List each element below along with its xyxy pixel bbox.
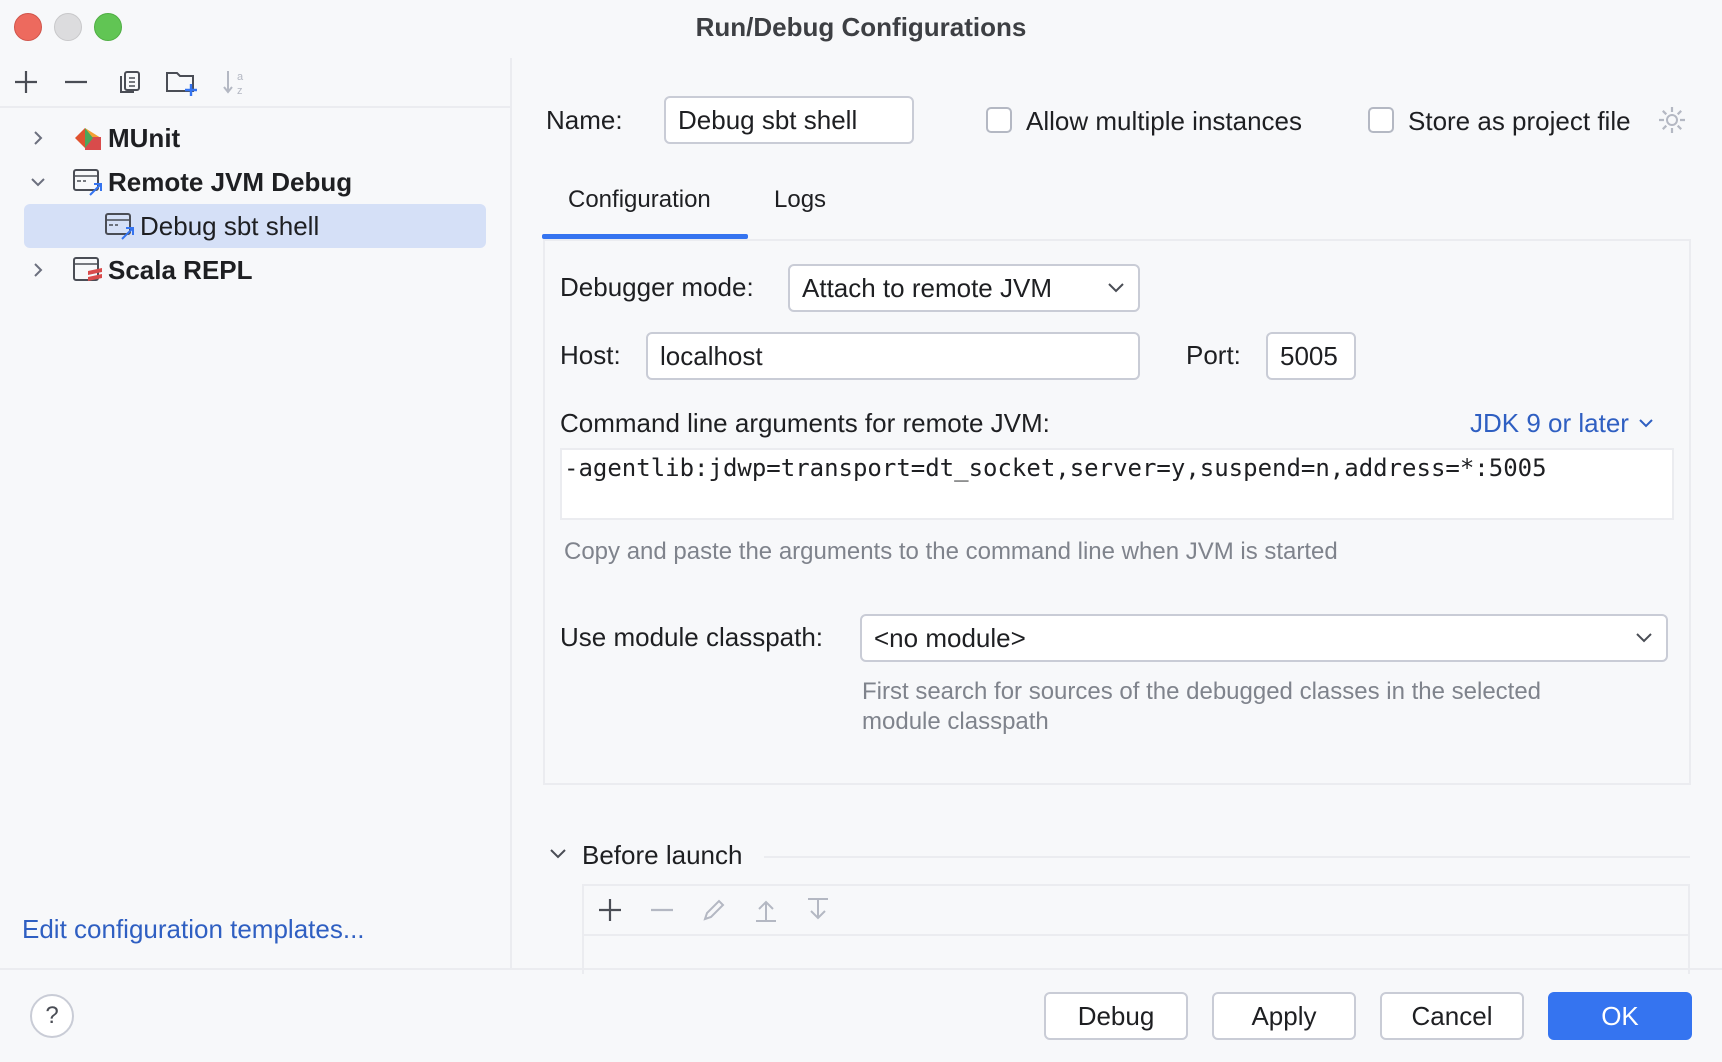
edit-configuration-templates-link[interactable]: Edit configuration templates... <box>22 914 365 944</box>
chevron-down-icon[interactable] <box>24 168 52 196</box>
gear-icon[interactable] <box>1656 104 1688 136</box>
host-input[interactable]: localhost <box>646 332 1140 380</box>
title-bar: Run/Debug Configurations <box>0 0 1722 52</box>
active-tab-indicator <box>542 234 748 239</box>
module-classpath-select[interactable]: <no module> <box>860 614 1668 662</box>
before-launch-separator <box>764 856 1690 858</box>
chevron-right-icon[interactable] <box>24 256 52 284</box>
tree-item-label: Debug sbt shell <box>140 210 320 241</box>
before-launch-list <box>582 884 1690 974</box>
tab-logs[interactable]: Logs <box>774 186 827 213</box>
module-classpath-label: Use module classpath: <box>560 622 824 652</box>
store-as-project-file-checkbox[interactable] <box>1368 107 1394 133</box>
minimize-window-button[interactable] <box>54 13 82 41</box>
port-label: Port: <box>1186 340 1241 370</box>
command-line-arguments-text[interactable]: -agentlib:jdwp=transport=dt_socket,serve… <box>564 454 1547 482</box>
tree-item-label: Remote JVM Debug <box>108 166 353 197</box>
module-classpath-hint-line-2: module classpath <box>862 708 1049 735</box>
module-classpath-hint-line-1: First search for sources of the debugged… <box>862 678 1542 705</box>
remove-icon[interactable] <box>56 62 96 102</box>
footer-divider <box>0 968 1722 970</box>
chevron-down-icon <box>1637 408 1655 439</box>
chevron-down-icon <box>1634 623 1654 654</box>
store-as-project-file-label: Store as project file <box>1408 106 1631 136</box>
remote-debug-icon <box>72 166 104 198</box>
before-launch-label[interactable]: Before launch <box>582 840 743 870</box>
help-button[interactable]: ? <box>30 994 74 1038</box>
jdk-version-label: JDK 9 or later <box>1470 408 1629 438</box>
tree-item-scala-repl[interactable]: Scala REPL <box>24 248 253 292</box>
tree-item-debug-sbt-shell[interactable]: Debug sbt shell <box>104 204 319 248</box>
window-title: Run/Debug Configurations <box>695 12 1027 42</box>
command-line-arguments-label: Command line arguments for remote JVM: <box>560 408 1050 438</box>
allow-multiple-instances-label: Allow multiple instances <box>1026 106 1303 136</box>
add-icon[interactable] <box>590 890 630 930</box>
tree-item-label: MUnit <box>108 122 181 153</box>
zoom-window-button[interactable] <box>94 13 122 41</box>
add-icon[interactable] <box>6 62 46 102</box>
remove-icon[interactable] <box>642 890 682 930</box>
command-line-hint: Copy and paste the arguments to the comm… <box>564 538 1338 565</box>
chevron-down-icon[interactable] <box>548 844 568 864</box>
selection-highlight <box>24 204 486 248</box>
close-window-button[interactable] <box>14 13 42 41</box>
tab-configuration[interactable]: Configuration <box>568 186 711 213</box>
sidebar-divider <box>510 58 512 968</box>
cancel-button[interactable]: Cancel <box>1380 992 1524 1040</box>
remote-debug-icon <box>104 210 136 242</box>
chevron-right-icon[interactable] <box>24 124 52 152</box>
before-launch-toolbar-divider <box>584 934 1688 936</box>
svg-text:a: a <box>237 71 244 83</box>
name-input[interactable]: Debug sbt shell <box>664 96 914 144</box>
debugger-mode-select[interactable]: Attach to remote JVM <box>788 264 1140 312</box>
sidebar-toolbar-divider <box>0 106 510 108</box>
name-label: Name: <box>546 105 623 135</box>
move-up-icon[interactable] <box>746 890 786 930</box>
move-down-icon[interactable] <box>798 890 838 930</box>
new-folder-icon[interactable] <box>162 62 202 102</box>
copy-icon[interactable] <box>110 62 150 102</box>
chevron-down-icon <box>1106 273 1126 304</box>
ok-button[interactable]: OK <box>1548 992 1692 1040</box>
munit-icon <box>72 122 104 154</box>
debugger-mode-label: Debugger mode: <box>560 272 754 302</box>
edit-icon[interactable] <box>694 890 734 930</box>
apply-button[interactable]: Apply <box>1212 992 1356 1040</box>
jdk-version-dropdown[interactable]: JDK 9 or later <box>1470 408 1655 439</box>
scala-repl-icon <box>72 254 104 286</box>
allow-multiple-instances-checkbox[interactable] <box>986 107 1012 133</box>
tree-item-munit[interactable]: MUnit <box>24 116 180 160</box>
debugger-mode-value: Attach to remote JVM <box>802 272 1052 303</box>
svg-text:z: z <box>237 85 243 97</box>
port-input[interactable]: 5005 <box>1266 332 1356 380</box>
tree-item-remote-jvm-debug[interactable]: Remote JVM Debug <box>24 160 352 204</box>
host-label: Host: <box>560 340 621 370</box>
module-classpath-value: <no module> <box>874 622 1026 653</box>
command-line-arguments-field[interactable]: -agentlib:jdwp=transport=dt_socket,serve… <box>560 448 1674 520</box>
debug-button[interactable]: Debug <box>1044 992 1188 1040</box>
tree-item-label: Scala REPL <box>108 254 253 285</box>
